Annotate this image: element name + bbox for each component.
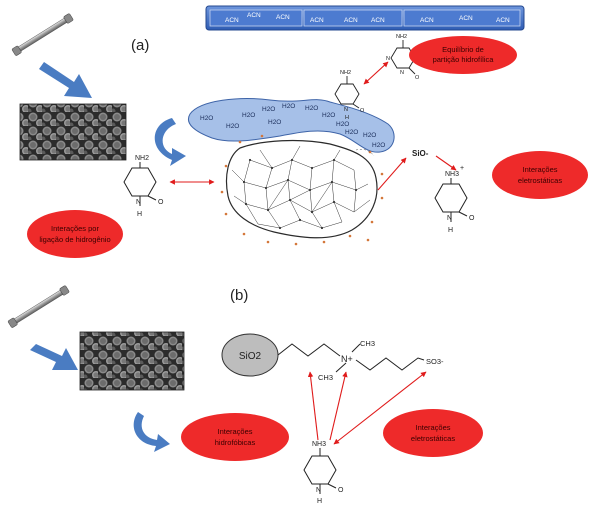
nitrogen-label: N: [316, 487, 321, 494]
water-label: H2O: [242, 112, 255, 119]
nh2-label: NH2: [396, 34, 407, 40]
sio2-label: SiO2: [239, 351, 262, 362]
callout-partition-line2: partição hidrofílica: [433, 55, 495, 64]
cytosine-b: NH3 O N H: [303, 441, 344, 505]
cytosine-protonated: NH3 + O N H: [434, 165, 475, 234]
ammonium-arrow: [329, 371, 348, 441]
callout-partition: Equilíbrio de partição hidrofílica: [409, 36, 517, 74]
callout-hbond: Interações por ligação de hidrogênio: [27, 210, 123, 258]
curved-arrow-icon: [133, 412, 170, 452]
oxygen-label: O: [158, 199, 164, 206]
arrow-right-icon: [30, 344, 78, 370]
callout-hydrophobic-line2: hidrofóbicas: [215, 438, 256, 447]
callout-electrostatic-a: Interações eletrostáticas: [492, 151, 588, 199]
silica-particle: [220, 134, 384, 246]
arrow-right-icon: [39, 62, 92, 98]
plus-label: +: [460, 165, 464, 172]
oxygen-label: O: [415, 75, 420, 81]
hydrogen-label: H: [345, 115, 349, 121]
nitrogen-label: N: [344, 107, 348, 113]
hplc-column-icon: [7, 285, 70, 328]
callout-electrostatic-line1: Interações: [415, 423, 450, 432]
water-label: H2O: [372, 142, 385, 149]
callout-hbond-line1: Interações por: [51, 224, 99, 233]
nitrogen-label: N: [136, 199, 141, 206]
sem-particles-image: [79, 331, 185, 391]
water-label: H2O: [226, 123, 239, 130]
oxygen-label: O: [360, 108, 365, 114]
sulfonate-label: SO3-: [426, 357, 444, 366]
partition-arrow: [363, 61, 389, 85]
acn-label: ACN: [344, 17, 358, 24]
nh2-label: NH2: [135, 155, 149, 162]
callout-electrostatic-line2: eletrostáticas: [411, 434, 455, 443]
oxygen-label: O: [338, 487, 344, 494]
acn-label: ACN: [371, 17, 385, 24]
water-label: H2O: [262, 106, 275, 113]
water-label: H2O: [336, 121, 349, 128]
nh3-label: NH3: [445, 171, 459, 178]
callout-electrostatic-line1: Interações: [522, 165, 557, 174]
water-label: H2O: [322, 112, 335, 119]
cytosine-water: NH2 O N H: [334, 70, 365, 121]
zic-hilic-ligand: SiO2 N+ CH3 CH3 SO3-: [221, 333, 444, 382]
water-label: H2O: [268, 119, 281, 126]
hplc-column-icon: [11, 13, 74, 56]
nh3-label: NH3: [312, 441, 326, 448]
sulfonate-arrow: [333, 371, 427, 445]
hydrogen-label: H: [448, 227, 453, 234]
sem-particles-image: [19, 103, 127, 161]
acn-label: ACN: [276, 14, 290, 21]
nh2-label: NH2: [340, 70, 351, 76]
water-label: H2O: [282, 103, 295, 110]
cytosine-partition: NH2 O N N: [386, 34, 420, 81]
panel-b-label: (b): [230, 287, 248, 304]
callout-electrostatic-line2: eletrostáticas: [518, 176, 562, 185]
nitrogen-label: N: [386, 56, 390, 62]
callout-electrostatic-b: Interações eletrostáticas: [383, 409, 483, 457]
hydrogen-label: H: [317, 498, 322, 505]
acn-label: ACN: [247, 12, 261, 19]
callout-hydrophobic: Interações hidrofóbicas: [181, 413, 289, 461]
methyl-label: CH3: [318, 373, 333, 382]
water-label: H2O: [345, 129, 358, 136]
acn-label: ACN: [225, 17, 239, 24]
acn-label: ACN: [420, 17, 434, 24]
callout-partition-line1: Equilíbrio de: [442, 45, 484, 54]
hydrophobic-arrow: [307, 371, 319, 441]
sio-label: SiO-: [412, 149, 429, 158]
acn-label: ACN: [459, 15, 473, 22]
panel-a: (a) ACN ACN ACN ACN ACN ACN ACN ACN ACN …: [11, 5, 588, 258]
panel-a-label: (a): [131, 37, 149, 54]
acn-label: ACN: [496, 17, 510, 24]
water-label: H2O: [200, 115, 213, 122]
cytosine-hbond: NH2 O N H: [123, 155, 164, 218]
panel-b: (b) SiO2 N+ CH3 CH3 SO3- Interações: [7, 285, 483, 505]
water-layer: H2O H2O H2O H2O H2O H2O H2O H2O H2O H2O …: [188, 98, 395, 153]
nitrogen-label: N: [400, 70, 404, 76]
callout-hydrophobic-line1: Interações: [217, 427, 252, 436]
methyl-label: CH3: [360, 339, 375, 348]
surface-arrow: [377, 157, 407, 191]
water-label: H2O: [305, 105, 318, 112]
curved-arrow-icon: [154, 118, 186, 166]
callout-hbond-line2: ligação de hidrogênio: [39, 235, 110, 244]
water-label: H2O: [363, 132, 376, 139]
acn-label: ACN: [310, 17, 324, 24]
acn-band: ACN ACN ACN ACN ACN ACN ACN ACN ACN: [205, 5, 525, 31]
electrostatic-arrow: [435, 155, 457, 171]
nitrogen-label: N: [447, 215, 452, 222]
oxygen-label: O: [469, 215, 475, 222]
ammonium-label: N+: [341, 354, 353, 364]
hydrogen-label: H: [137, 211, 142, 218]
